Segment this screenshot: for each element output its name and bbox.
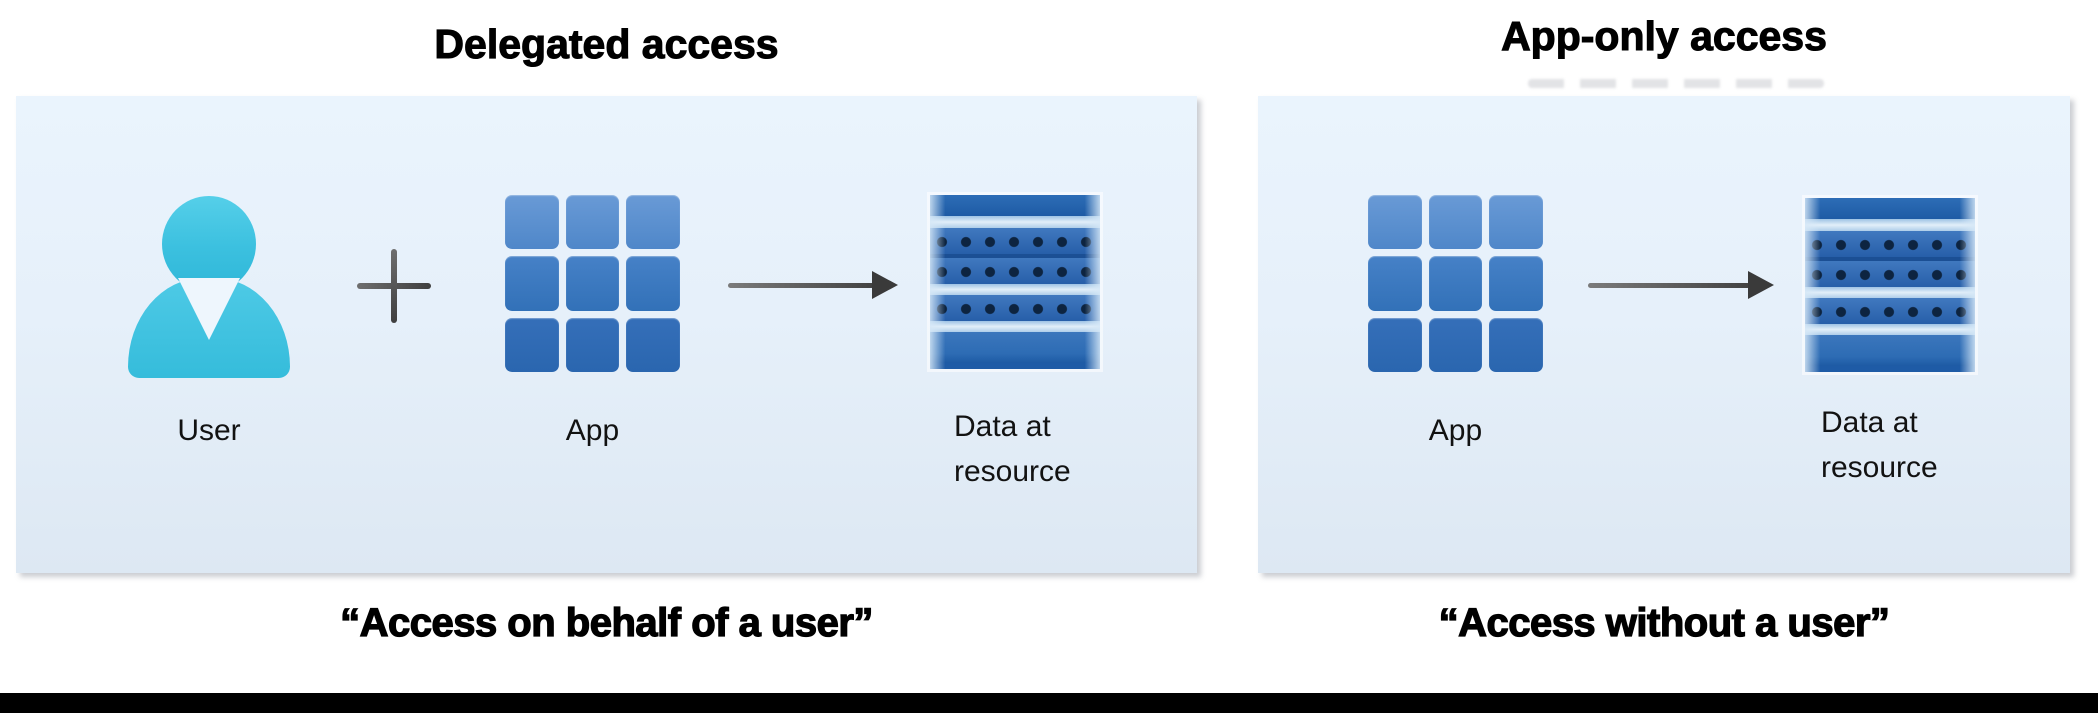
- user-icon-collar: [178, 278, 240, 340]
- plus-icon: [357, 249, 431, 323]
- app-only-access-panel: App Data at resource: [1258, 96, 2070, 573]
- delegated-access-caption: “Access on behalf of a user”: [339, 600, 874, 645]
- app-label: App: [1428, 414, 1483, 447]
- app-label: App: [565, 414, 620, 447]
- right-arrow-icon: [1588, 271, 1774, 299]
- data-at-resource-label: Data at resource: [1821, 406, 1938, 484]
- footer-black-bar: [0, 693, 2098, 713]
- delegated-access-title: Delegated access: [434, 20, 779, 67]
- data-at-resource-label: Data at resource: [954, 410, 1071, 488]
- app-only-access-title: App-only access: [1501, 12, 1828, 59]
- right-arrow-icon: [728, 271, 898, 299]
- database-icon: [930, 195, 1100, 369]
- erased-text-artifact: [1528, 79, 1824, 88]
- app-grid-icon: [1368, 195, 1543, 372]
- user-icon-head: [162, 196, 256, 292]
- app-only-access-caption: “Access without a user”: [1438, 600, 1891, 645]
- user-icon: [128, 196, 290, 378]
- app-grid-icon: [505, 195, 680, 372]
- database-icon: [1805, 198, 1975, 372]
- delegated-access-panel: User App Data at resource: [16, 96, 1197, 573]
- user-label: User: [177, 414, 241, 447]
